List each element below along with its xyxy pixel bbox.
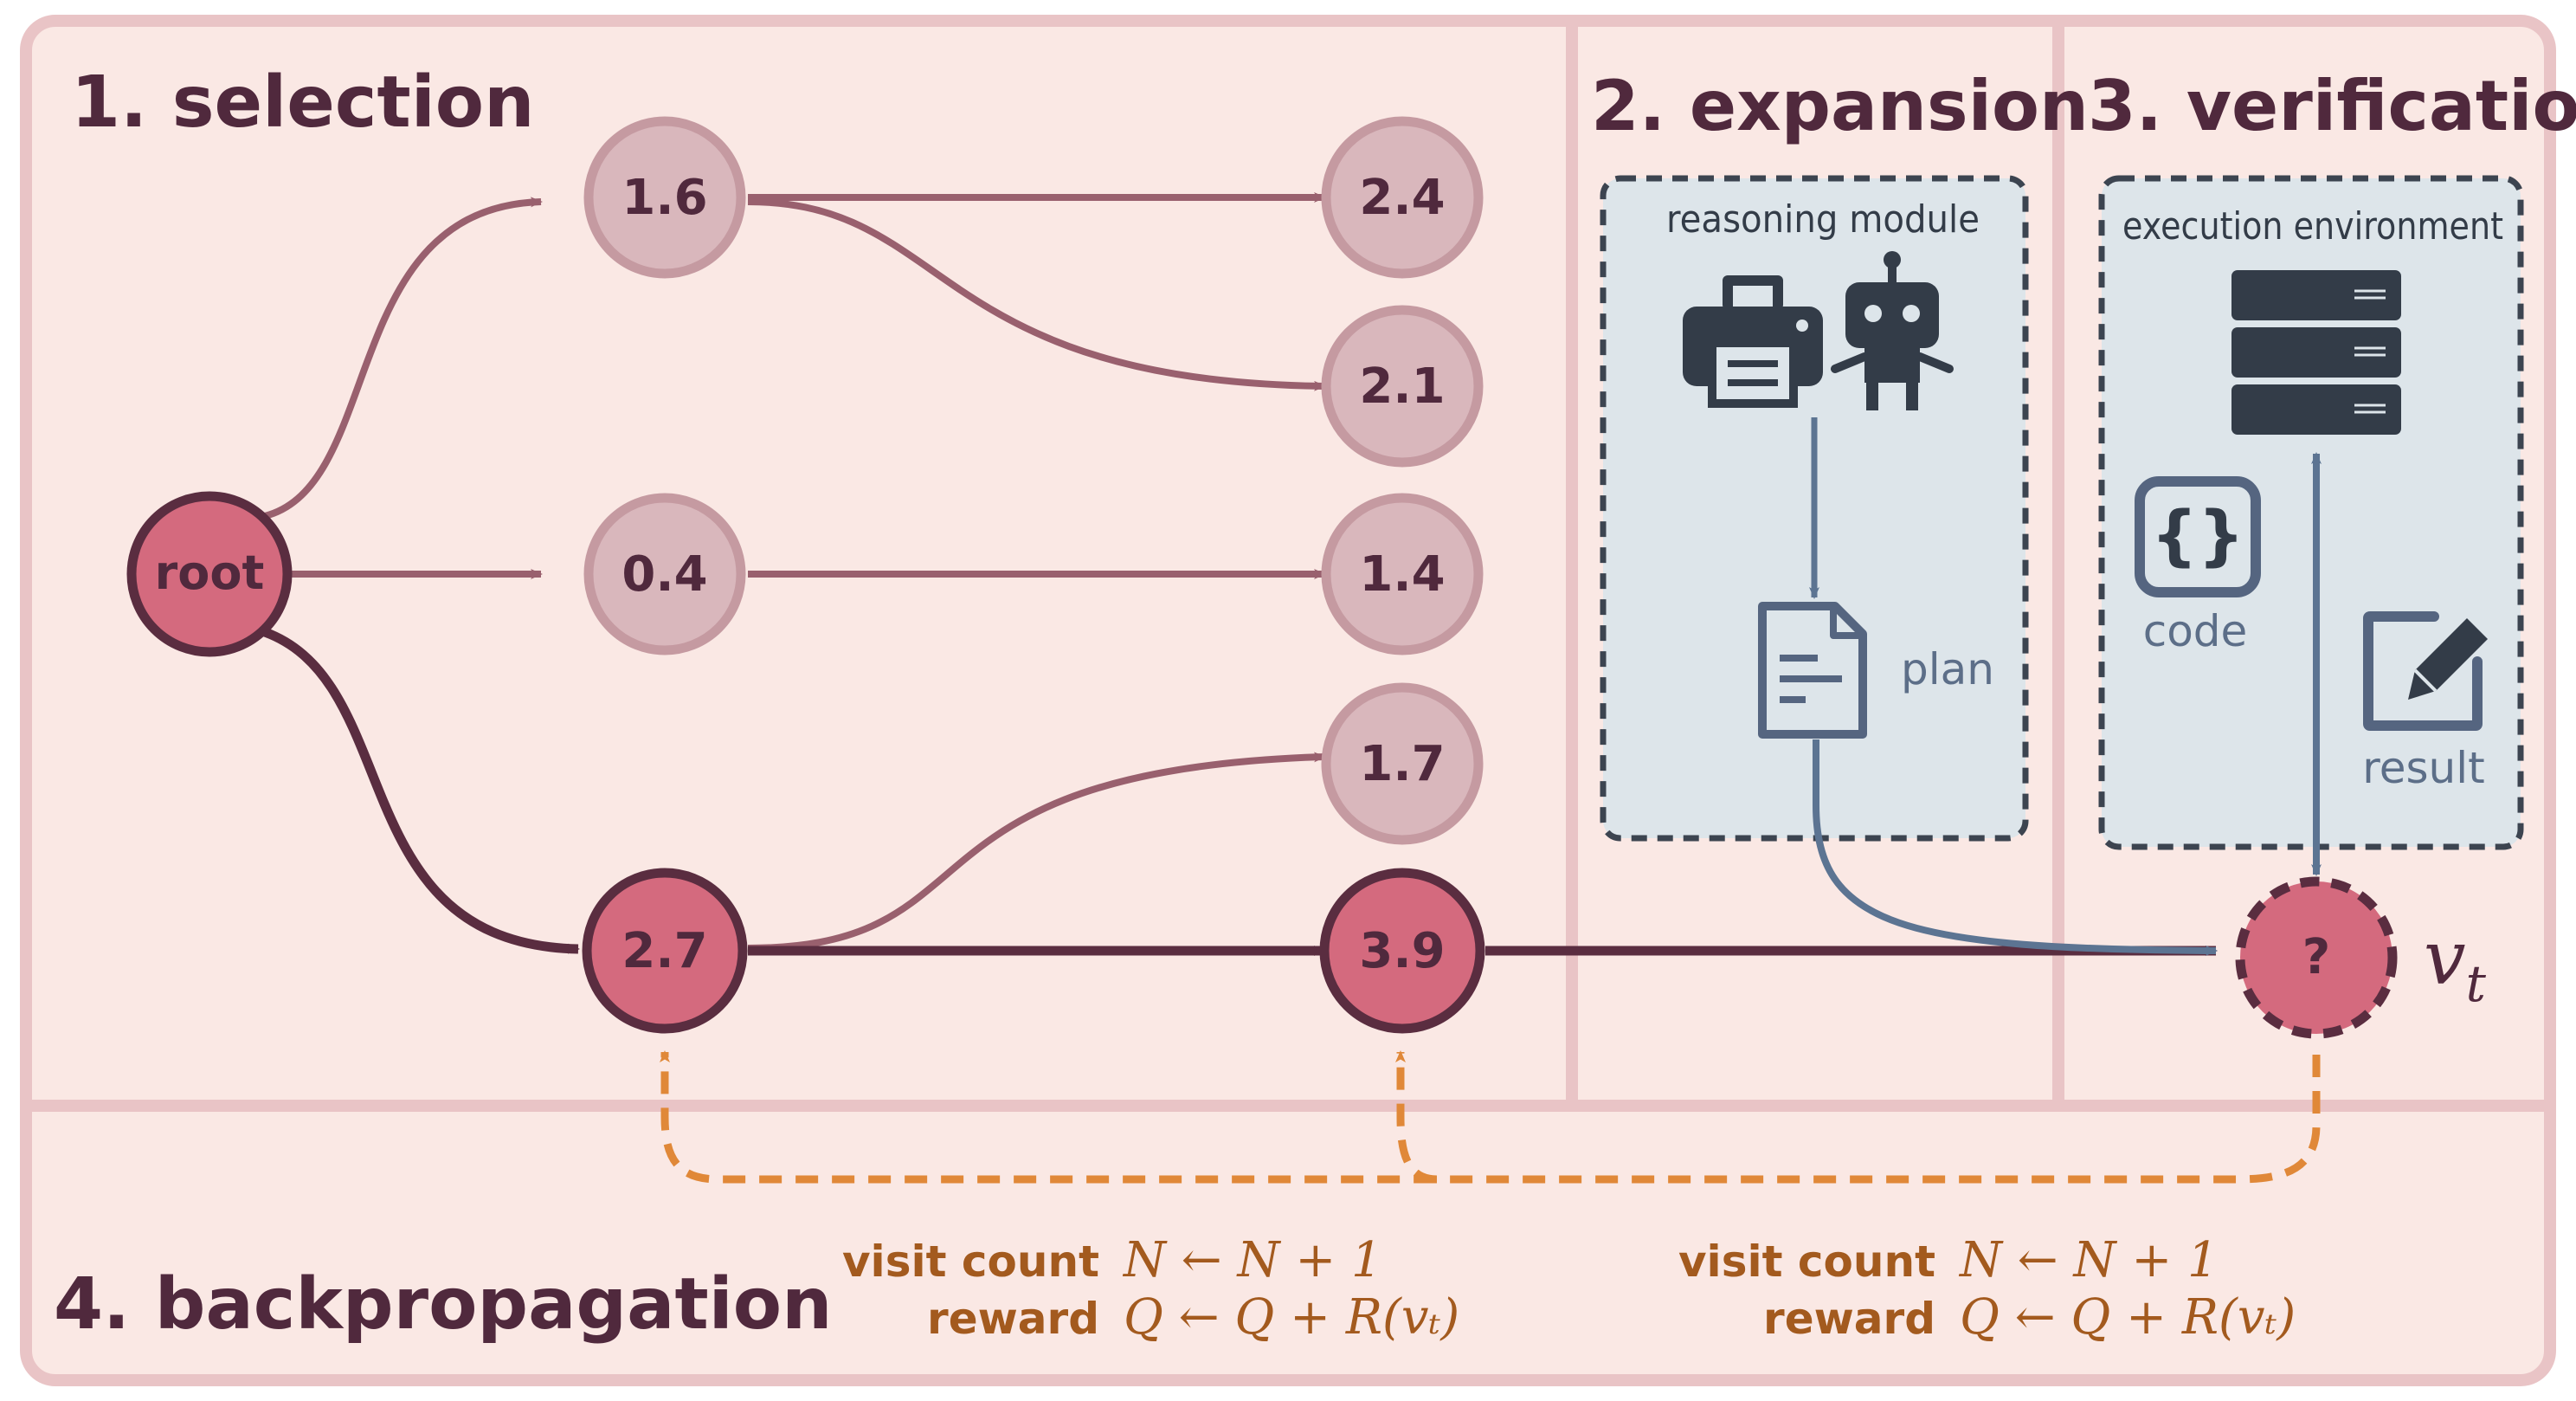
section-title-selection: 1. selection [71,61,535,144]
backprop-formula-right: visit count N ← N + 1 reward Q ← Q + R(v… [1678,1232,2296,1346]
visit-count-formula: N ← N + 1 [1122,1232,1382,1288]
backprop-formula-left: visit count N ← N + 1 reward Q ← Q + R(v… [842,1232,1459,1346]
node-leaf-label: ? [2302,929,2330,985]
section-title-verification: 3. verification [2088,66,2576,146]
node-2.4-label: 2.4 [1359,170,1445,226]
edge-2.7-1.7 [747,752,1326,952]
visit-count-formula: N ← N + 1 [1958,1232,2219,1288]
node-1.6-label: 1.6 [621,170,707,226]
execution-environment-title: execution environment [2122,204,2503,249]
robot-icon [1831,251,1954,410]
node-0.4: 0.4 [583,493,746,655]
node-1.7: 1.7 [1321,682,1484,845]
reward-formula: Q ← Q + R(vₜ) [1124,1289,1459,1346]
section-title-backpropagation: 4. backpropagation [54,1263,832,1346]
server-icon [2231,270,2401,435]
node-2.7-label: 2.7 [621,923,707,979]
plan-label: plan [1901,644,1994,694]
node-1.6: 1.6 [583,116,746,279]
flow-plan-to-leaf [1813,739,2218,956]
edge-root-1.6 [263,197,543,520]
backprop-arrow-3.9 [1395,1050,1438,1184]
printer-icon [1683,275,1823,408]
visit-count-label: visit count [1678,1236,1935,1287]
reward-label: reward [1763,1294,1935,1344]
visit-count-label: visit count [842,1236,1099,1287]
result-edit-icon [2363,611,2488,731]
edge-root-2.7 [263,627,580,954]
node-root: root [126,491,293,657]
reasoning-module-title: reasoning module [1666,197,1980,242]
node-1.4: 1.4 [1321,493,1484,655]
edge-1.6-2.1 [747,198,1326,391]
plan-document-icon [1758,602,1867,739]
node-3.9-label: 3.9 [1359,923,1445,979]
reward-label: reward [927,1294,1099,1344]
node-1.7-label: 1.7 [1359,736,1445,792]
node-leaf-unknown: ? [2235,876,2398,1039]
reward-formula: Q ← Q + R(vₜ) [1960,1289,2296,1346]
node-1.4-label: 1.4 [1359,546,1445,603]
backprop-arrow-2.7 [660,1050,2321,1184]
code-braces-icon: {} [2135,476,2261,597]
node-2.7: 2.7 [582,868,748,1034]
node-2.4: 2.4 [1321,116,1484,279]
node-2.1: 2.1 [1321,305,1484,468]
node-root-label: root [155,546,265,600]
node-0.4-label: 0.4 [621,546,707,603]
node-2.1-label: 2.1 [1359,358,1445,415]
result-label: result [2362,743,2484,793]
value-label: vt [2424,915,2487,1013]
node-3.9: 3.9 [1319,868,1485,1034]
code-label: code [2143,606,2248,656]
svg-text:{}: {} [2151,496,2244,573]
section-title-expansion: 2. expansion [1591,66,2089,146]
